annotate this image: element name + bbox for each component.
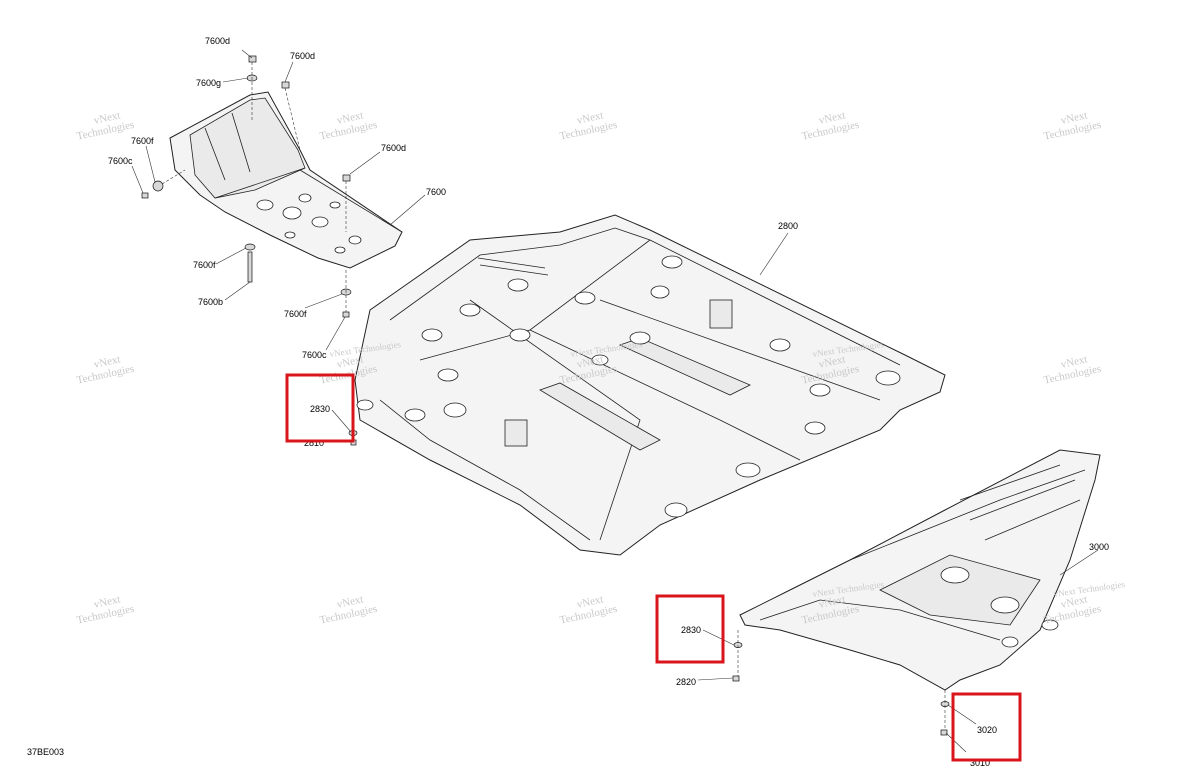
callout-7600f: 7600f (131, 136, 154, 146)
callout-7600: 7600 (426, 187, 446, 197)
callout-2820: 2820 (676, 677, 696, 687)
callout-3010: 3010 (970, 758, 990, 768)
highlight-box-2830-left (285, 373, 355, 443)
callout-7600c: 7600c (302, 350, 327, 360)
callout-7600d: 7600d (290, 51, 315, 61)
callout-2810: 2810 (304, 438, 324, 448)
highlight-boxes (285, 373, 1022, 762)
callout-3020: 3020 (977, 725, 997, 735)
skid-plate-2800 (354, 214, 946, 556)
callout-2800: 2800 (778, 221, 798, 231)
skid-plate-7600 (169, 91, 403, 269)
leader-lines (131, 49, 1099, 753)
callout-7600c: 7600c (108, 156, 133, 166)
watermark-text: vNext (93, 353, 122, 370)
watermark-text: vNext (818, 109, 847, 126)
callout-3000: 3000 (1089, 542, 1109, 552)
highlight-box-2830-right (655, 594, 725, 664)
watermark-text: vNext (93, 593, 122, 610)
callout-7600g: 7600g (196, 78, 221, 88)
watermark-text: vNext (336, 109, 365, 126)
callout-2830: 2830 (310, 404, 330, 414)
watermark-text: vNext (576, 353, 605, 370)
callout-7600f: 7600f (284, 309, 307, 319)
watermark-text: vNext (818, 593, 847, 610)
plate-2800-holes (356, 255, 901, 518)
watermark-text: vNext (576, 109, 605, 126)
skid-plate-3000 (739, 449, 1101, 691)
diagram-code: 37BE003 (27, 747, 64, 757)
callout-7600b: 7600b (198, 297, 223, 307)
watermark-text: vNext (336, 353, 365, 370)
watermark-text: vNext Technologies (1053, 579, 1126, 599)
watermark-text: vNext (93, 109, 122, 126)
callout-7600d: 7600d (381, 143, 406, 153)
callout-7600f: 7600f (193, 260, 216, 270)
watermark-text: vNext (1060, 593, 1089, 610)
fasteners-7600 (141, 55, 352, 318)
watermark-text: vNext (1060, 353, 1089, 370)
callout-7600d: 7600d (205, 36, 230, 46)
highlight-box-3020 (951, 692, 1022, 762)
callout-2830: 2830 (681, 625, 701, 635)
watermark-text: vNext (336, 593, 365, 610)
watermark-text: vNext (1060, 109, 1089, 126)
part-labels: 7600d 7600d 7600g 7600f 7600c 7600d 7600… (27, 36, 1109, 768)
watermark-text: vNext (576, 593, 605, 610)
watermark-text: vNext (818, 353, 847, 370)
